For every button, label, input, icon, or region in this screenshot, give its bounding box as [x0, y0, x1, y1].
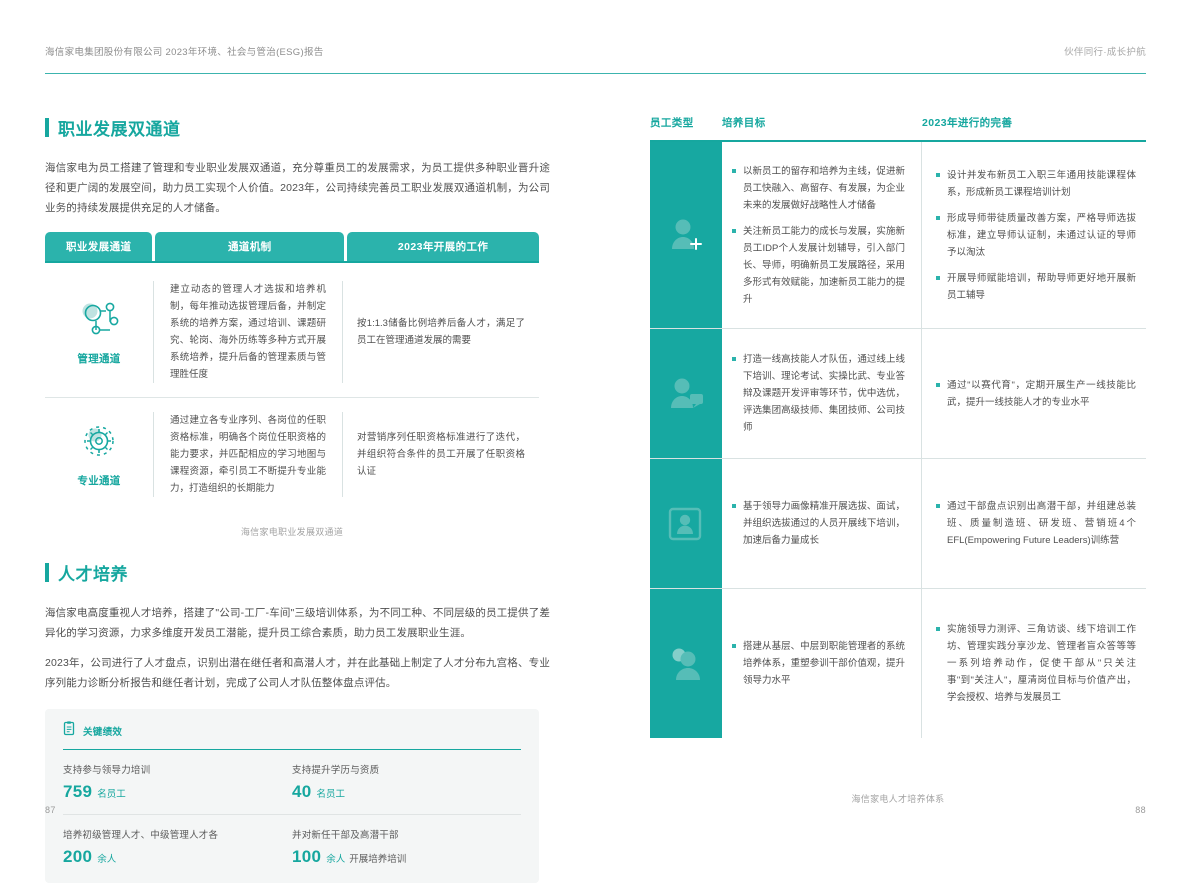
goal-cell: 以新员工的留存和培养为主线，促进新员工快融入、高留存、有发展，为企业未来的发展做… — [722, 142, 922, 328]
figure-caption-talent-system: 海信家电人才培养体系 — [851, 794, 945, 804]
manager-icon — [650, 589, 722, 738]
channel-label: 管理通道 — [77, 352, 121, 365]
kpi-value-row: 200 余人 — [63, 847, 292, 867]
kpi-unit: 名员工 — [97, 789, 126, 800]
improvement-bullet: 通过干部盘点识别出高潜干部，并组建总装班、质量制造班、研发班、营销班4个EFL(… — [936, 498, 1136, 549]
goal-bullet: 以新员工的留存和培养为主线，促进新员工快融入、高留存、有发展，为企业未来的发展做… — [732, 163, 905, 214]
col-header-channel: 职业发展通道 — [45, 232, 153, 261]
right-page-content: 员工类型 培养目标 2023年进行的完善 以新员工的留存和培养为主线，促 — [650, 115, 1146, 738]
kpi-item: 培养初级管理人才、中级管理人才各 200 余人 — [63, 827, 292, 867]
improvement-bullet: 设计并发布新员工入职三年通用技能课程体系，形成新员工课程培训计划 — [936, 167, 1136, 201]
col-header-improvement: 2023年进行的完善 — [922, 117, 1013, 129]
skilled-worker-icon — [650, 329, 722, 458]
section-accent-bar — [45, 118, 49, 137]
page-number-right: 88 — [1135, 805, 1146, 815]
section1-paragraph: 海信家电为员工搭建了管理和专业职业发展双通道，充分尊重员工的发展需求，为员工提供… — [45, 162, 550, 214]
kpi-unit: 名员工 — [316, 789, 346, 800]
section-title: 人才培养 — [58, 565, 128, 584]
header-company-title: 海信家电集团股份有限公司 2023年环境、社会与管治(ESG)报告 — [45, 47, 324, 58]
work-cell: 按1:1.3储备比例培养后备人才，满足了员工在管理通道发展的需要 — [357, 318, 525, 346]
key-performance-title: 关键绩效 — [83, 727, 123, 738]
kpi-item: 支持参与领导力培训 759 名员工 — [63, 762, 292, 802]
channel-cell: 专业通道 — [45, 421, 153, 488]
col-header-goal: 培养目标 — [722, 117, 766, 129]
kpi-suffix: 开展培养培训 — [349, 854, 407, 865]
goal-cell: 基于领导力画像精准开展选拔、面试，并组织选拔通过的人员开展线下培训，加速后备力量… — [722, 459, 922, 588]
talent-development-table: 员工类型 培养目标 2023年进行的完善 以新员工的留存和培养为主线，促 — [650, 115, 1146, 738]
channel-label: 专业通道 — [77, 475, 121, 487]
improvement-cell: 通过"以赛代育"，定期开展生产一线技能比武，提升一线技能人才的专业水平 — [922, 329, 1146, 458]
key-performance-panel: 关键绩效 支持参与领导力培训 759 名员工 支持提升学历与资质 40 名员工 — [45, 709, 539, 883]
talent-table-header-rule — [650, 140, 1146, 142]
kpi-item: 支持提升学历与资质 40 名员工 — [292, 762, 521, 802]
mechanism-cell: 建立动态的管理人才选拔和培养机制，每年推动选拔管理后备，并制定系统的培养方案，通… — [153, 281, 343, 383]
kpi-label: 支持提升学历与资质 — [292, 765, 380, 776]
table-row: 专业通道 通过建立各专业序列、各岗位的任职资格标准，明确各个岗位任职资格的能力要… — [45, 397, 539, 511]
section-accent-bar — [45, 563, 49, 582]
goal-bullet: 关注新员工能力的成长与发展，实施新员工IDP个人发展计划辅导，引入部门长、导师，… — [732, 223, 905, 308]
goal-cell: 搭建从基层、中层到职能管理者的系统培养体系，重塑参训干部价值观，提升领导力水平 — [722, 589, 922, 738]
table-row: 以新员工的留存和培养为主线，促进新员工快融入、高留存、有发展，为企业未来的发展做… — [650, 142, 1146, 328]
kpi-row: 培养初级管理人才、中级管理人才各 200 余人 并对新任干部及高潜干部 100 … — [63, 814, 521, 867]
improvement-bullet: 形成导师带徒质量改善方案，严格导师选拔标准，建立导师认证制，未通过认证的导师予以… — [936, 210, 1136, 261]
improvement-cell: 实施领导力测评、三角访谈、线下培训工作坊、管理实践分享沙龙、管理者盲众答等等一系… — [922, 589, 1146, 738]
goal-bullet: 打造一线高技能人才队伍，通过线上线下培训、理论考试、实操比武、专业答辩及课题开发… — [732, 351, 905, 436]
table-row: 基于领导力画像精准开展选拔、面试，并组织选拔通过的人员开展线下培训，加速后备力量… — [650, 458, 1146, 588]
col-header-employee-type: 员工类型 — [650, 117, 694, 129]
table-row: 搭建从基层、中层到职能管理者的系统培养体系，重塑参训干部价值观，提升领导力水平 … — [650, 588, 1146, 738]
goal-cell: 打造一线高技能人才队伍，通过线上线下培训、理论考试、实操比武、专业答辩及课题开发… — [722, 329, 922, 458]
talent-table-header: 员工类型 培养目标 2023年进行的完善 — [650, 115, 1146, 140]
goal-bullet: 搭建从基层、中层到职能管理者的系统培养体系，重塑参训干部价值观，提升领导力水平 — [732, 638, 905, 689]
kpi-value-row: 40 名员工 — [292, 782, 521, 802]
new-employee-icon — [650, 142, 722, 328]
table-row: 管理通道 建立动态的管理人才选拔和培养机制，每年推动选拔管理后备，并制定系统的培… — [45, 267, 539, 397]
section2-paragraph-1: 海信家电高度重视人才培养，搭建了"公司-工厂-车间"三级培训体系，为不同工种、不… — [45, 607, 550, 639]
clipboard-icon — [63, 721, 76, 741]
improvement-bullet: 通过"以赛代育"，定期开展生产一线技能比武，提升一线技能人才的专业水平 — [936, 377, 1136, 411]
table-header-rule — [45, 261, 539, 263]
channel-cell: 管理通道 — [45, 299, 153, 366]
goal-bullet: 基于领导力画像精准开展选拔、面试，并组织选拔通过的人员开展线下培训，加速后备力量… — [732, 498, 905, 549]
left-page-content: 职业发展双通道 海信家电为员工搭建了管理和专业职业发展双通道，充分尊重员工的发展… — [45, 115, 550, 883]
key-performance-header: 关键绩效 — [63, 721, 521, 750]
career-channel-table: 职业发展通道 通道机制 2023年开展的工作 — [45, 232, 540, 511]
reserve-cadre-icon — [650, 459, 722, 588]
kpi-value: 40 — [292, 782, 312, 801]
improvement-bullet: 开展导师赋能培训，帮助导师更好地开展新员工辅导 — [936, 270, 1136, 304]
kpi-value: 200 — [63, 847, 93, 866]
report-page-spread: 海信家电集团股份有限公司 2023年环境、社会与管治(ESG)报告 伙伴同行·成… — [45, 44, 1146, 883]
kpi-label: 并对新任干部及高潜干部 — [292, 830, 399, 841]
kpi-value-row: 759 名员工 — [63, 782, 292, 802]
section-heading-talent-development: 人才培养 — [45, 560, 550, 585]
kpi-value: 759 — [63, 782, 93, 801]
kpi-value-row: 100 余人 开展培养培训 — [292, 847, 521, 867]
improvement-cell: 通过干部盘点识别出高潜干部，并组建总装班、质量制造班、研发班、营销班4个EFL(… — [922, 459, 1146, 588]
improvement-bullet: 实施领导力测评、三角访谈、线下培训工作坊、管理实践分享沙龙、管理者盲众答等等一系… — [936, 621, 1136, 706]
table-row: 打造一线高技能人才队伍，通过线上线下培训、理论考试、实操比武、专业答辩及课题开发… — [650, 328, 1146, 458]
col-header-work: 2023年开展的工作 — [347, 232, 540, 261]
kpi-label: 培养初级管理人才、中级管理人才各 — [63, 830, 219, 841]
page-number-left: 87 — [45, 805, 56, 815]
section2-paragraph-2: 2023年，公司进行了人才盘点，识别出潜在继任者和高潜人才，并在此基础上制定了人… — [45, 657, 550, 689]
mechanism-cell: 通过建立各专业序列、各岗位的任职资格标准，明确各个岗位任职资格的能力要求，并匹配… — [153, 412, 343, 497]
section-heading-career-channel: 职业发展双通道 — [45, 115, 550, 140]
header-divider — [45, 73, 1146, 74]
kpi-unit: 余人 — [97, 854, 117, 865]
kpi-row: 支持参与领导力培训 759 名员工 支持提升学历与资质 40 名员工 — [63, 762, 521, 802]
management-network-icon — [76, 299, 122, 344]
figure-caption-career-channel: 海信家电职业发展双通道 — [240, 527, 344, 537]
kpi-value: 100 — [292, 847, 322, 866]
improvement-cell: 设计并发布新员工入职三年通用技能课程体系，形成新员工课程培训计划 形成导师带徒质… — [922, 142, 1146, 328]
section-title: 职业发展双通道 — [58, 120, 181, 139]
gear-professional-icon — [76, 421, 122, 466]
running-header: 海信家电集团股份有限公司 2023年环境、社会与管治(ESG)报告 伙伴同行·成… — [45, 44, 1146, 66]
talent-table-body: 以新员工的留存和培养为主线，促进新员工快融入、高留存、有发展，为企业未来的发展做… — [650, 142, 1146, 738]
career-channel-table-header: 职业发展通道 通道机制 2023年开展的工作 — [45, 232, 540, 261]
kpi-label: 支持参与领导力培训 — [63, 765, 151, 776]
kpi-unit: 余人 — [326, 854, 346, 865]
kpi-item: 并对新任干部及高潜干部 100 余人 开展培养培训 — [292, 827, 521, 867]
col-header-mechanism: 通道机制 — [155, 232, 345, 261]
work-cell: 对营销序列任职资格标准进行了迭代，并组织符合条件的员工开展了任职资格认证 — [357, 432, 525, 477]
header-chapter-title: 伙伴同行·成长护航 — [1064, 47, 1146, 58]
